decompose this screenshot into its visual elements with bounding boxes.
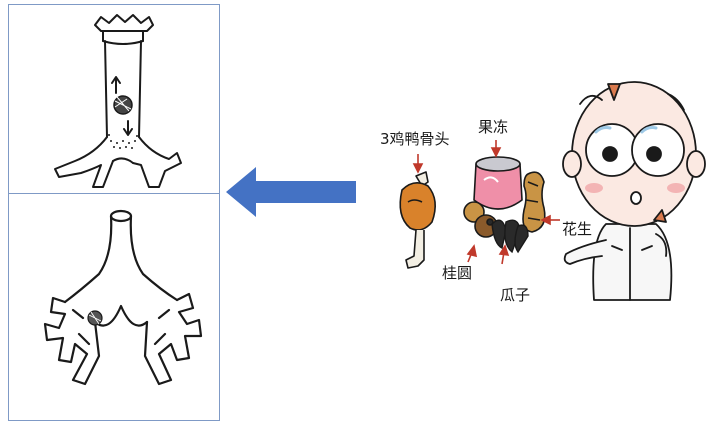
pointer-arrows [412, 140, 560, 265]
longan-icon [463, 201, 498, 238]
bronchi-foreign-body-sketch [43, 209, 203, 386]
label-bones: 3鸡鸭骨头 [380, 130, 450, 148]
bronchi-panel [8, 193, 220, 421]
melon-seed-icon [491, 219, 529, 254]
jelly-icon [473, 156, 523, 210]
trachea-panel [8, 4, 220, 197]
chicken-bone-icon [399, 171, 436, 269]
label-jelly: 果冻 [478, 118, 509, 136]
peanut-icon [522, 171, 546, 233]
label-peanut: 花生 [562, 220, 593, 238]
foreign-body-mark [113, 95, 133, 115]
label-seeds: 瓜子 [500, 286, 531, 304]
trachea-foreign-body-sketch [54, 14, 182, 188]
foreign-body-mark [87, 310, 103, 326]
label-longan: 桂圆 [442, 264, 473, 282]
doctor-cartoon [562, 81, 706, 301]
left-arrow-icon [226, 167, 356, 217]
